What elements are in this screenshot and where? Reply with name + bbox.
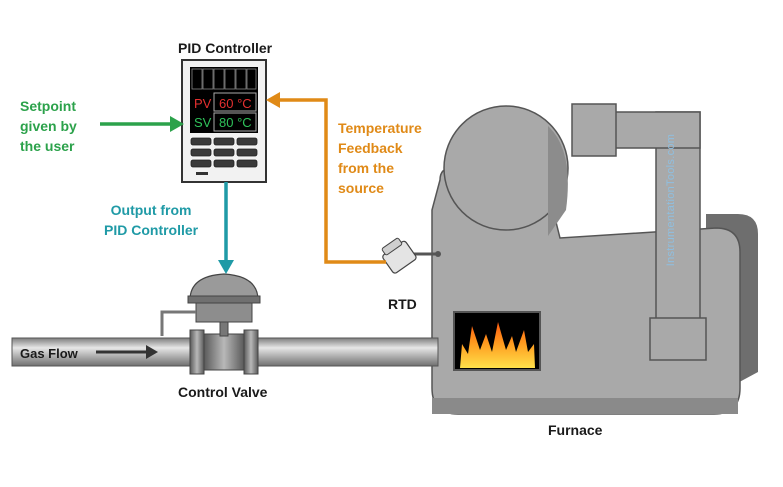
pid-key[interactable] — [236, 159, 258, 168]
pid-key[interactable] — [236, 137, 258, 146]
pid-controller — [181, 59, 267, 183]
output-arrowhead-icon — [218, 260, 234, 274]
output-line: PID Controller — [104, 222, 199, 238]
pid-bottom-bar — [196, 172, 208, 175]
output-arrow — [218, 182, 234, 274]
flame-icon — [460, 322, 535, 368]
pv-value: 60 °C — [219, 96, 252, 111]
gas-flow-arrowhead-icon — [146, 345, 158, 359]
chimney-horizontal — [603, 111, 701, 149]
feedback-label: Temperature Feedback from the source — [338, 118, 422, 198]
furnace-label: Furnace — [548, 422, 603, 438]
setpoint-arrowhead-icon — [170, 116, 184, 132]
pid-controller-label: PID Controller — [178, 40, 273, 56]
pid-sv-box — [213, 112, 257, 132]
setpoint-line: given by — [20, 118, 77, 134]
furnace-base-shade — [432, 398, 738, 414]
valve-flange-left — [189, 329, 205, 375]
gas-flow-label: Gas Flow — [20, 346, 78, 361]
setpoint-line: Setpoint — [20, 98, 76, 114]
furnace-dome-side — [548, 126, 568, 236]
rtd-label: RTD — [388, 296, 417, 312]
output-label: Output from PID Controller — [104, 200, 198, 240]
setpoint-line: the user — [20, 138, 75, 154]
pid-key[interactable] — [213, 159, 235, 168]
valve-body — [203, 333, 245, 371]
feedback-line: from the — [338, 160, 394, 176]
rtd-head-cap — [381, 237, 403, 256]
setpoint-label: Setpoint given by the user — [20, 96, 77, 156]
valve-tubing — [160, 310, 196, 336]
pid-key[interactable] — [236, 148, 258, 157]
feedback-line: source — [338, 180, 384, 196]
pid-key[interactable] — [190, 159, 212, 168]
furnace-dome — [443, 105, 569, 231]
pid-keypad — [190, 137, 258, 168]
pid-key[interactable] — [213, 148, 235, 157]
pid-key[interactable] — [213, 137, 235, 146]
setpoint-arrow — [100, 116, 184, 132]
pid-key[interactable] — [190, 137, 212, 146]
furnace — [431, 103, 758, 415]
control-valve-label: Control Valve — [178, 384, 268, 400]
rtd-probe-tip — [435, 251, 441, 257]
valve-actuator-band — [187, 295, 261, 304]
sv-label: SV — [194, 115, 212, 130]
rtd-sensor — [381, 237, 441, 274]
feedback-arrowhead-icon — [266, 92, 280, 108]
feedback-line: Temperature — [338, 120, 422, 136]
watermark-text: InstrumentationTools.com — [665, 133, 677, 267]
feedback-line: Feedback — [338, 140, 403, 156]
pid-pv-box — [213, 92, 257, 112]
output-line: Output from — [110, 202, 192, 218]
pid-key[interactable] — [190, 148, 212, 157]
valve-actuator-diaphragm — [189, 273, 259, 301]
valve-flange-right — [243, 329, 259, 375]
pid-status-row — [191, 68, 257, 90]
feedback-arrow — [266, 92, 386, 264]
chimney-foot — [649, 317, 707, 361]
chimney-cap — [571, 103, 617, 157]
sv-value: 80 °C — [219, 115, 252, 130]
control-valve — [160, 273, 261, 375]
pv-label: PV — [194, 96, 212, 111]
